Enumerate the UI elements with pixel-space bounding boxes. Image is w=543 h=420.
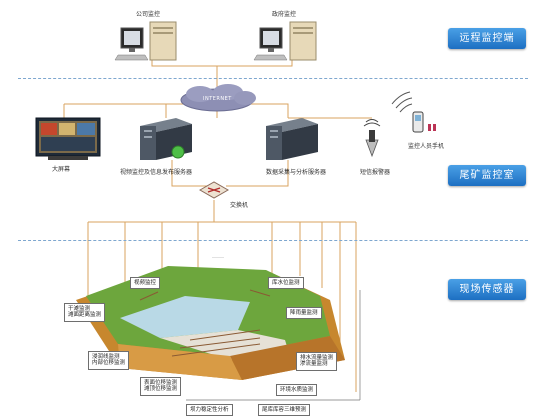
flow-caption: 排水流量监测 渗流量监测 bbox=[296, 352, 338, 371]
control-room-zone-label: 尾矿监控室 bbox=[448, 165, 526, 186]
reservoir-level-caption: 库水位监测 bbox=[268, 277, 304, 290]
government-workstation-icon bbox=[253, 21, 317, 61]
beach-caption-line1: 干滩监测 bbox=[68, 306, 91, 312]
flow-caption-line2: 渗流量监测 bbox=[300, 361, 328, 368]
env-caption: 环境水质监测 bbox=[276, 384, 318, 397]
company-monitor-label: 公司监控 bbox=[136, 11, 161, 18]
beach-caption: 干滩监测 滩面距离监测 bbox=[64, 303, 106, 322]
video-server-label: 视频监控及信息发布服务器 bbox=[120, 169, 193, 176]
video-server-icon bbox=[140, 118, 192, 160]
surface-caption-line2: 滩顶位移监测 bbox=[144, 386, 178, 393]
seepage-caption-line2: 内部位移监测 bbox=[92, 360, 126, 367]
phone-icon bbox=[391, 91, 436, 133]
flow-caption-line1: 排水流量监测 bbox=[300, 355, 334, 361]
rainfall-caption: 降雨量监测 bbox=[286, 307, 322, 320]
data-server-icon bbox=[266, 118, 318, 160]
model-caption: 尾库库容三维预测 bbox=[258, 404, 311, 417]
field-zone-label: 现场传感器 bbox=[448, 279, 526, 300]
big-screen-icon bbox=[35, 117, 101, 160]
seepage-caption-line1: 浸润线监测 bbox=[92, 354, 120, 360]
switch-icon bbox=[198, 181, 230, 199]
government-monitor-label: 政府监控 bbox=[272, 11, 297, 18]
seepage-caption: 浸润线监测 内部位移监测 bbox=[88, 351, 130, 370]
internet-cloud-icon bbox=[180, 84, 256, 112]
bottom-bracket-lines bbox=[186, 290, 361, 401]
sms-alarm-label: 短信报警器 bbox=[360, 169, 391, 176]
surface-displacement-caption: 表面位移监测 滩顶位移监测 bbox=[140, 377, 182, 396]
sms-alarm-icon bbox=[363, 119, 381, 158]
internet-label: INTERNET bbox=[203, 96, 232, 102]
data-server-label: 数据采集与分析服务器 bbox=[266, 169, 327, 176]
switch-label: 交换机 bbox=[230, 202, 249, 209]
company-workstation-icon bbox=[114, 21, 177, 61]
phone-label: 监控人员手机 bbox=[408, 143, 445, 150]
surface-caption-line1: 表面位移监测 bbox=[144, 380, 178, 386]
remote-zone-label: 远程监控端 bbox=[448, 28, 526, 49]
stability-caption: 坝力稳定性分析 bbox=[186, 404, 233, 417]
remote-zone-separator bbox=[18, 78, 528, 79]
video-monitor-caption: 视频监控 bbox=[130, 277, 161, 290]
big-screen-label: 大屏幕 bbox=[52, 166, 71, 173]
ellipsis-text: …… bbox=[212, 253, 224, 260]
field-zone-separator bbox=[18, 240, 528, 241]
beach-caption-line2: 滩面距离监测 bbox=[68, 312, 102, 319]
